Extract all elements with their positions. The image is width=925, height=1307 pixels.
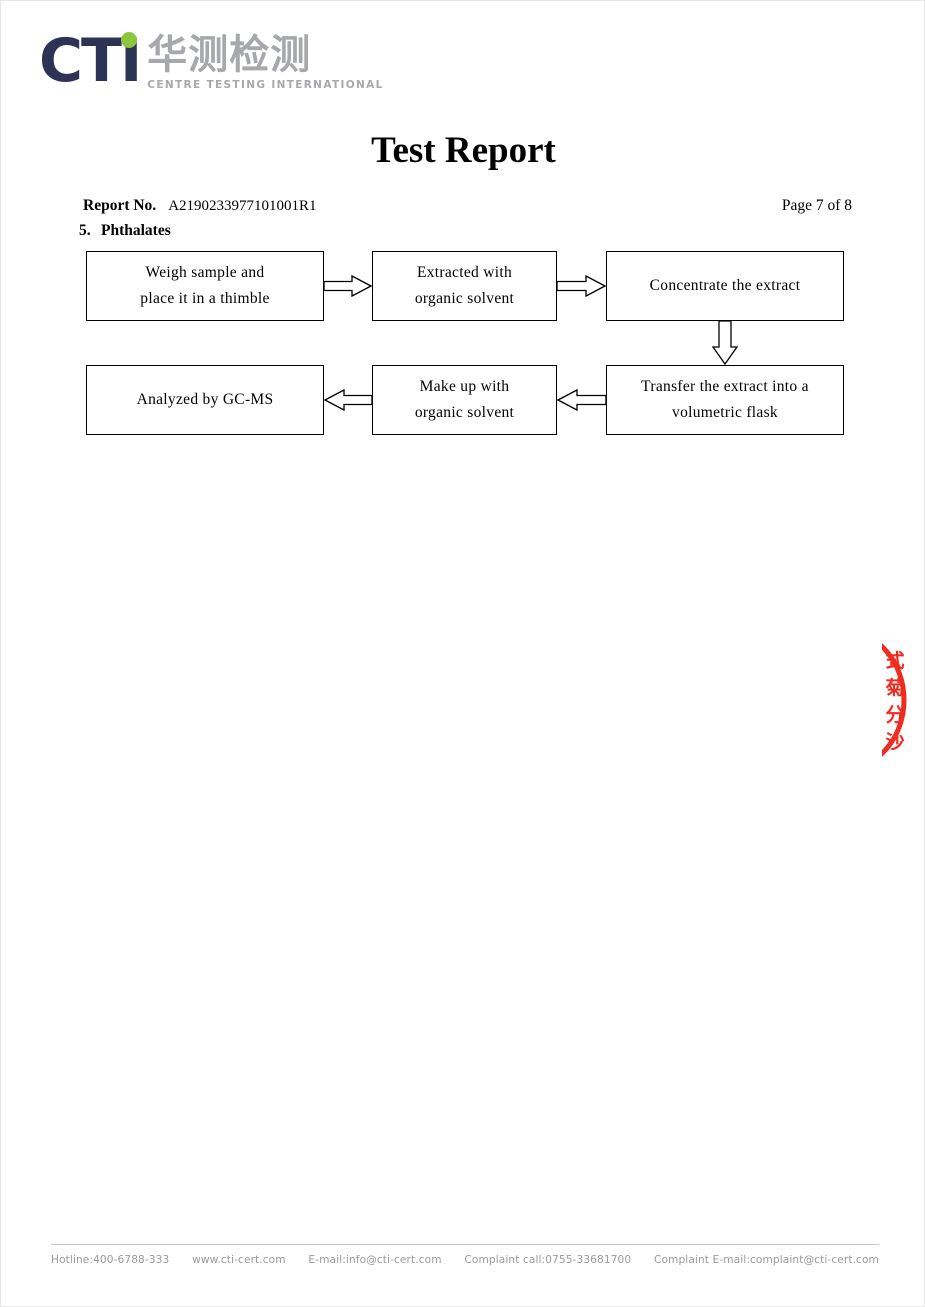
flow-box-make-up-with-solvent[interactable]: Make up with organic solvent: [372, 365, 557, 435]
footer-complaint-call: Complaint call:0755-33681700: [464, 1254, 632, 1266]
flow-box-analyzed-by-gcms[interactable]: Analyzed by GC-MS: [86, 365, 324, 435]
flow-box-line: Weigh sample and: [145, 264, 265, 281]
section-heading: 5. Phthalates: [79, 222, 171, 240]
flow-arrow-right-icon: [557, 274, 606, 298]
red-seal-stamp: 式菊分沙: [882, 626, 924, 774]
logo-text-group: 华测检测 CENTRE TESTING INTERNATIONAL: [147, 29, 383, 92]
footer-divider: [51, 1244, 879, 1245]
cti-logo: CTI 华测检测 CENTRE TESTING INTERNATIONAL: [39, 29, 384, 107]
page-title: Test Report: [371, 130, 556, 171]
logo-chinese-name: 华测检测: [147, 32, 312, 78]
seal-characters: 式菊分沙: [885, 650, 905, 753]
logo-tagline: CENTRE TESTING INTERNATIONAL: [147, 79, 384, 91]
flow-arrow-left-icon: [324, 388, 372, 412]
flow-box-line: organic solvent: [414, 404, 515, 421]
section-number: 5.: [79, 222, 91, 239]
footer-website[interactable]: www.cti-cert.com: [192, 1254, 286, 1266]
report-number-value: A2190233977101001R1: [168, 198, 317, 214]
flow-box-extracted-with-solvent[interactable]: Extracted with organic solvent: [372, 251, 557, 321]
flow-box-concentrate-extract[interactable]: Concentrate the extract: [606, 251, 844, 321]
flow-box-line: Concentrate the extract: [649, 277, 801, 294]
seal-ellipse-icon: [882, 643, 907, 757]
logo-green-dot-icon: [121, 32, 138, 48]
report-number-row: Report No. A2190233977101001R1: [83, 197, 317, 215]
flow-box-line: organic solvent: [414, 290, 515, 307]
page-indicator: Page 7 of 8: [781, 197, 852, 214]
footer-email[interactable]: E-mail:info@cti-cert.com: [308, 1254, 442, 1266]
flow-box-line: Transfer the extract into a: [641, 378, 809, 395]
report-number-label: Report No.: [83, 197, 157, 214]
seal-graphic: 式菊分沙: [882, 626, 924, 774]
flow-box-line: Extracted with: [416, 264, 512, 281]
section-title: Phthalates: [101, 222, 171, 239]
flow-box-weigh-sample[interactable]: Weigh sample and place it in a thimble: [86, 251, 324, 321]
flow-box-line: place it in a thimble: [140, 290, 270, 307]
page-footer: Hotline:400-6788-333 www.cti-cert.com E-…: [51, 1254, 879, 1266]
flow-box-line: Make up with: [419, 378, 510, 395]
flow-box-line: Analyzed by GC-MS: [136, 391, 274, 408]
footer-hotline: Hotline:400-6788-333: [51, 1254, 170, 1266]
footer-complaint-email[interactable]: Complaint E-mail:complaint@cti-cert.com: [653, 1254, 879, 1266]
logo-wordmark: CTI: [39, 29, 142, 95]
flow-arrow-left-icon: [557, 388, 606, 412]
flow-arrow-down-icon: [711, 321, 739, 365]
flow-box-line: volumetric flask: [672, 404, 778, 421]
flow-arrow-right-icon: [324, 274, 372, 298]
flow-box-transfer-to-flask[interactable]: Transfer the extract into a volumetric f…: [606, 365, 844, 435]
